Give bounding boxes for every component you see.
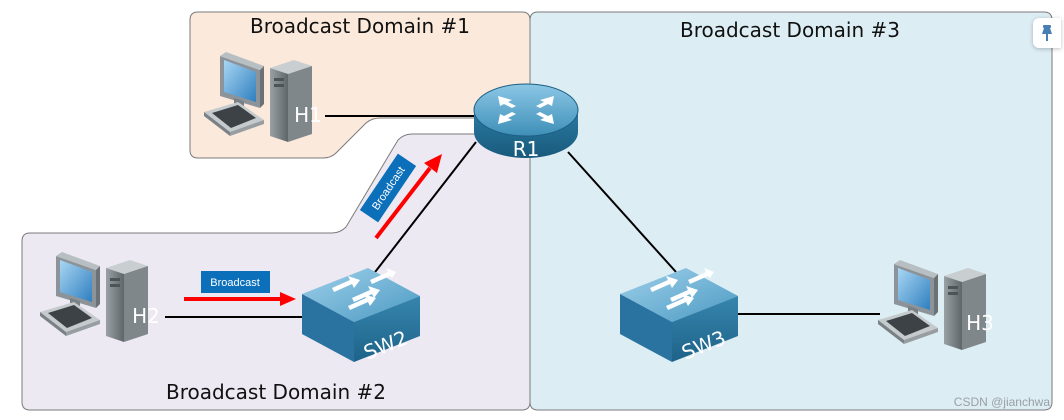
broadcast-arrow-h2-sw2 xyxy=(184,292,296,306)
host-h1[interactable]: H1 xyxy=(204,52,322,142)
broadcast-domain-3-region xyxy=(529,11,1053,411)
pin-icon xyxy=(1042,25,1052,41)
link-sw2-r1 xyxy=(371,141,477,277)
domain-2-title: Broadcast Domain #2 xyxy=(166,380,386,404)
broadcast-tag-h2-sw2: Broadcast xyxy=(201,271,270,293)
link-r1-sw3 xyxy=(567,151,677,273)
broadcast-tag-label: Broadcast xyxy=(210,277,260,289)
host-h3[interactable]: H3 xyxy=(878,260,994,350)
router-arrows-icon xyxy=(498,96,554,124)
host-h2[interactable]: H2 xyxy=(40,252,160,342)
host-label: H3 xyxy=(966,311,994,335)
router-label: R1 xyxy=(513,137,540,161)
domain-1-title: Broadcast Domain #1 xyxy=(250,14,470,38)
host-label: H1 xyxy=(294,103,322,127)
broadcast-arrow-sw2-r1 xyxy=(374,154,442,240)
router-r1[interactable]: R1 xyxy=(473,83,579,161)
host-label: H2 xyxy=(132,304,160,328)
pin-button[interactable] xyxy=(1033,18,1061,48)
domain-3-title: Broadcast Domain #3 xyxy=(680,18,900,42)
watermark: CSDN @jianchwa xyxy=(954,395,1051,409)
